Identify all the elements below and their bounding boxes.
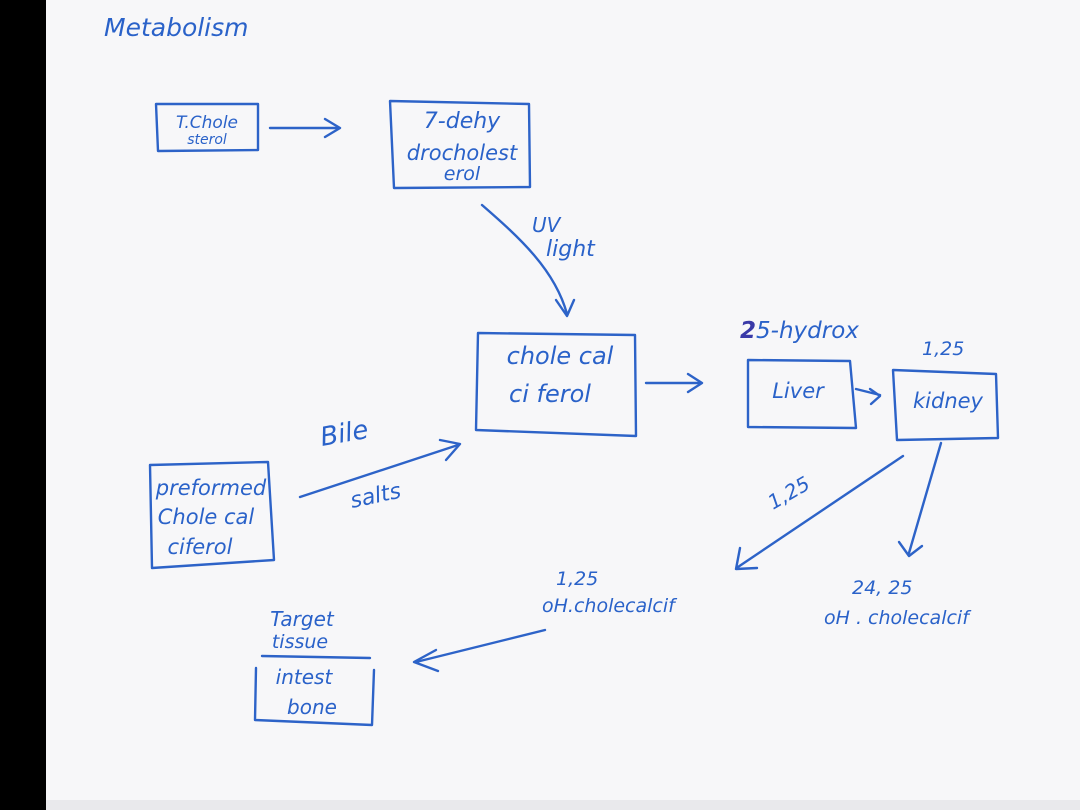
- node-preformed-line2: Chole cal: [158, 505, 255, 529]
- node-target-tissue: Target tissue intest bone: [253, 607, 376, 727]
- arrow-uv-light: UV light: [480, 203, 596, 318]
- label-bile: Bile: [318, 415, 371, 453]
- node-preformed-line3: ciferol: [167, 535, 232, 559]
- node-target-line1: intest: [276, 665, 334, 689]
- node-dehydro-line3: erol: [444, 163, 481, 185]
- node-kidney-label: kidney: [913, 389, 984, 413]
- arrow-tchol-to-dehydro: [268, 117, 342, 139]
- label-salts: salts: [348, 479, 403, 514]
- diagram-title: Metabolism: [104, 13, 249, 42]
- label-hydrox-prefix: 2: [740, 318, 756, 344]
- node-cholecalciferol: chole cal ci ferol: [474, 331, 638, 438]
- arrow-cholecalciferol-to-liver: [644, 372, 704, 394]
- node-t-cholesterol-line2: sterol: [187, 132, 227, 148]
- arrow-liver-to-kidney: [854, 387, 882, 406]
- node-t-cholesterol: T.Chole sterol: [154, 102, 260, 153]
- node-preformed-line1: preformed: [155, 476, 267, 500]
- svg-text:25-hydrox: 25-hydrox: [740, 318, 859, 344]
- product-1-25-dihydroxy: 1,25 oH.cholecalcif: [542, 568, 678, 617]
- product-inactive-line1: 24, 25: [852, 577, 912, 599]
- node-liver: Liver: [746, 358, 858, 430]
- paper-bottom-strip: [46, 800, 1080, 810]
- node-dehydro-line2: drocholest: [407, 141, 518, 165]
- label-kidney-arrow: 1,25: [764, 471, 815, 514]
- node-t-cholesterol-line1: T.Chole: [176, 113, 238, 133]
- label-uv: UV: [532, 213, 562, 237]
- product-dihydroxy-line2: oH.cholecalcif: [542, 595, 678, 617]
- label-hydrox: 5-hydrox: [756, 318, 859, 344]
- arrow-bile-salts: Bile salts: [298, 415, 462, 514]
- arrow-kidney-to-dihydroxy: 1,25: [734, 454, 905, 571]
- node-target-header2: tissue: [272, 631, 328, 653]
- label-25-hydroxylation: 25-hydrox: [740, 318, 859, 344]
- node-dehydro-line1: 7-dehy: [424, 109, 501, 134]
- node-cholecalciferol-line2: ci ferol: [509, 380, 591, 408]
- product-inactive-line2: oH . cholecalcif: [824, 607, 972, 629]
- arrow-to-target-tissue: [412, 628, 547, 673]
- label-light: light: [546, 237, 596, 262]
- node-target-header1: Target: [270, 607, 335, 631]
- paper-background: [46, 0, 1080, 800]
- node-cholecalciferol-line1: chole cal: [507, 342, 614, 370]
- node-7-dehydrocholesterol: 7-dehy drocholest erol: [388, 99, 532, 190]
- arrow-kidney-to-inactive: [897, 441, 943, 558]
- node-target-line2: bone: [287, 695, 337, 719]
- label-kidney-top: 1,25: [922, 338, 964, 360]
- product-24-25-dihydroxy: 24, 25 oH . cholecalcif: [824, 577, 972, 629]
- node-liver-label: Liver: [772, 379, 825, 403]
- node-kidney: kidney: [891, 368, 1000, 442]
- node-preformed-cholecalciferol: preformed Chole cal ciferol: [148, 460, 276, 570]
- product-dihydroxy-line1: 1,25: [556, 568, 598, 590]
